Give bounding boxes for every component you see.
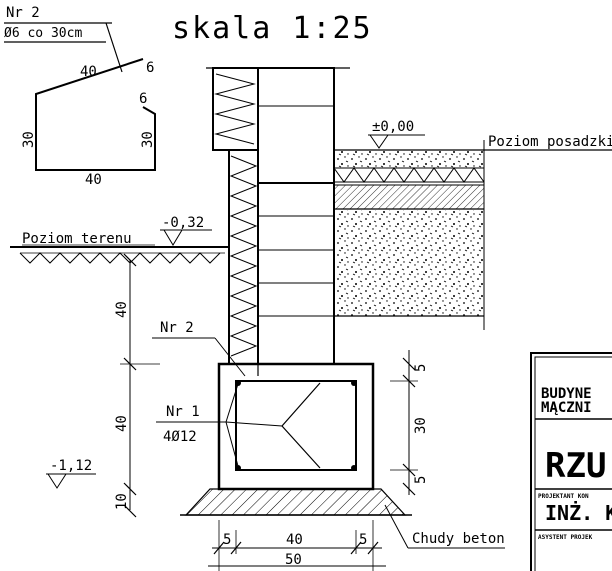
- dim-left-10: 10: [114, 493, 130, 510]
- title-block: BUDYNE MĄCZNI RZU PROJEKTANT KON INŻ. K …: [530, 352, 612, 571]
- dim-right-30: 30: [413, 417, 429, 434]
- bar-detail-nr2: Nr 2 Ø6 co 30cm 40 6 6 30 30 40: [4, 5, 156, 188]
- bar2-label: Nr 2: [160, 320, 194, 336]
- floor-level-label: Poziom posadzki: [488, 134, 612, 150]
- bar-dim-right: 30: [140, 131, 156, 148]
- ground-level: Poziom terenu -0,32: [10, 215, 230, 264]
- ground-level-label: Poziom terenu: [22, 231, 132, 247]
- wall-section: [206, 67, 350, 365]
- floor-layers: [330, 140, 612, 330]
- ground-level-value: -0,32: [162, 215, 204, 231]
- bar-dim-bottom: 40: [85, 172, 102, 188]
- bar-detail-label: Nr 2: [6, 5, 40, 21]
- drawing-title: skala 1:25: [172, 11, 373, 46]
- bar-dim-hook-side: 6: [139, 91, 147, 107]
- dim-bottom-40: 40: [286, 532, 303, 548]
- bar1-label: Nr 1: [166, 404, 200, 420]
- dim-right-5-bottom: 5: [413, 476, 429, 484]
- dim-left-40-top: 40: [114, 301, 130, 318]
- footing: [180, 362, 412, 516]
- title-block-designer-name: INŻ. K: [545, 501, 612, 525]
- right-dimensions: 5 30 5: [390, 350, 429, 496]
- dim-left-40-mid: 40: [114, 415, 130, 432]
- dim-right-5-top: 5: [413, 364, 429, 372]
- base-level-value: -1,12: [50, 458, 92, 474]
- title-block-assistant-caption: ASYSTENT PROJEK: [538, 534, 593, 541]
- bar-detail-spec: Ø6 co 30cm: [4, 26, 82, 41]
- dim-bottom-5-right: 5: [359, 532, 367, 548]
- title-block-line1: BUDYNE: [541, 386, 592, 402]
- bar-labels: Nr 2 Nr 1 4Ø12 Chudy beton: [152, 320, 505, 549]
- bar-dim-left: 30: [21, 131, 37, 148]
- dim-bottom-5-left: 5: [223, 532, 231, 548]
- title-block-line2: MĄCZNI: [541, 400, 592, 416]
- title-block-rzut: RZU: [545, 446, 606, 486]
- lean-concrete-label: Chudy beton: [412, 531, 505, 547]
- floor-level-mark: ±0,00 Poziom posadzki: [368, 119, 612, 150]
- left-dimensions: 40 40 10: [114, 253, 160, 518]
- bar1-spec: 4Ø12: [163, 429, 197, 445]
- bar-dim-hook-top: 6: [146, 60, 154, 76]
- floor-level-value: ±0,00: [372, 119, 414, 135]
- title-block-designer-caption: PROJEKTANT KON: [538, 493, 589, 500]
- bar-dim-top: 40: [80, 64, 97, 80]
- bottom-dimensions: 5 40 5 50: [208, 520, 386, 571]
- base-level-mark: -1,12: [46, 458, 96, 489]
- dim-bottom-50: 50: [285, 552, 302, 568]
